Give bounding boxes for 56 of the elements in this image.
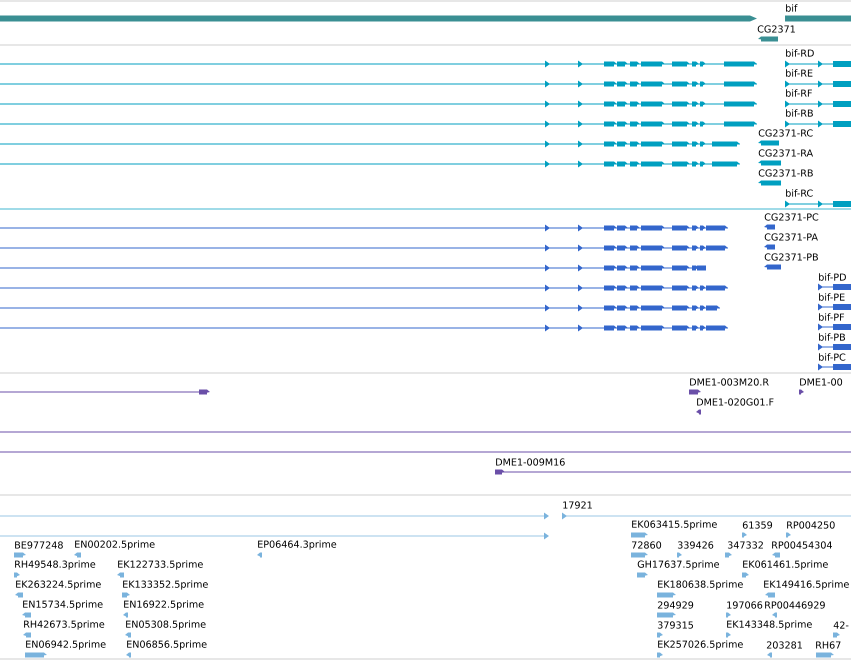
feature-label: EK149416.5prime xyxy=(764,580,849,590)
feature-label: CG2371 xyxy=(758,25,795,33)
feature-label: DME1-00 xyxy=(800,378,842,386)
feature-label: EN05308.5prime xyxy=(126,620,206,630)
feature-label: CG2371-RA xyxy=(758,149,814,157)
feature-label: EN06942.5prime xyxy=(26,640,106,650)
feature-label: EK263224.5prime xyxy=(16,580,101,590)
feature-label: BE977248 xyxy=(15,541,63,549)
feature-label: EN00202.5prime xyxy=(75,540,155,550)
feature-label: EK063415.5prime xyxy=(632,520,717,530)
feature-label: CG2371-PB xyxy=(764,253,818,261)
feature-label: CG2371-PA xyxy=(764,233,818,241)
feature-label: RH67 xyxy=(816,641,840,649)
feature-label: 347332 xyxy=(728,541,763,549)
feature-label: EK143348.5prime xyxy=(727,620,812,630)
feature-label: bif-RB xyxy=(786,109,813,117)
feature-label: EN06856.5prime xyxy=(127,640,207,650)
feature-label: 197066 xyxy=(727,601,762,609)
feature-label: DME1-009M16 xyxy=(496,458,565,466)
feature-label: bif-PD xyxy=(819,273,846,281)
feature-label: EK180638.5prime xyxy=(658,580,743,590)
feature-label: EK122733.5prime xyxy=(118,560,203,570)
feature-label: bif-RE xyxy=(786,69,812,77)
feature-label: 294929 xyxy=(658,601,694,609)
feature-label: 339426 xyxy=(678,541,714,549)
feature-label: bif-RF xyxy=(786,89,812,97)
feature-label: bif-PC xyxy=(819,353,846,361)
feature-label: RH49548.3prime xyxy=(15,560,96,570)
feature-label: bif-PE xyxy=(819,293,845,301)
feature-label: CG2371-PC xyxy=(764,213,818,221)
feature-label: bif-RD xyxy=(786,49,814,57)
feature-label: 42- xyxy=(834,621,848,629)
feature-label: EK257026.5prime xyxy=(658,640,743,650)
feature-label: DME1-020G01.F xyxy=(697,398,774,406)
feature-label: bif xyxy=(786,4,798,12)
feature-label: CG2371-RC xyxy=(758,129,813,137)
feature-label: GH17637.5prime xyxy=(638,560,719,570)
feature-label: EK133352.5prime xyxy=(123,580,208,590)
feature-label: EN15734.5prime xyxy=(23,600,103,610)
feature-label: 17921 xyxy=(563,501,592,509)
feature-label: RP00454304 xyxy=(772,541,832,549)
feature-label: EN16922.5prime xyxy=(124,600,204,610)
feature-label: bif-RC xyxy=(786,189,813,197)
feature-label: EK061461.5prime xyxy=(743,560,828,570)
feature-label: CG2371-RB xyxy=(758,169,813,177)
feature-label: RP00446929 xyxy=(765,601,825,609)
feature-label: RP004250 xyxy=(787,521,835,529)
feature-label: DME1-003M20.R xyxy=(690,378,769,386)
feature-label: bif-PB xyxy=(819,333,845,341)
feature-label: 61359 xyxy=(742,521,772,529)
feature-label: RH42673.5prime xyxy=(24,620,104,630)
feature-label: 379315 xyxy=(658,621,693,629)
feature-label: EP06464.3prime xyxy=(258,540,336,550)
feature-label: 72860 xyxy=(632,541,662,549)
feature-label: 203281 xyxy=(766,641,802,649)
feature-label: bif-PF xyxy=(819,313,844,321)
